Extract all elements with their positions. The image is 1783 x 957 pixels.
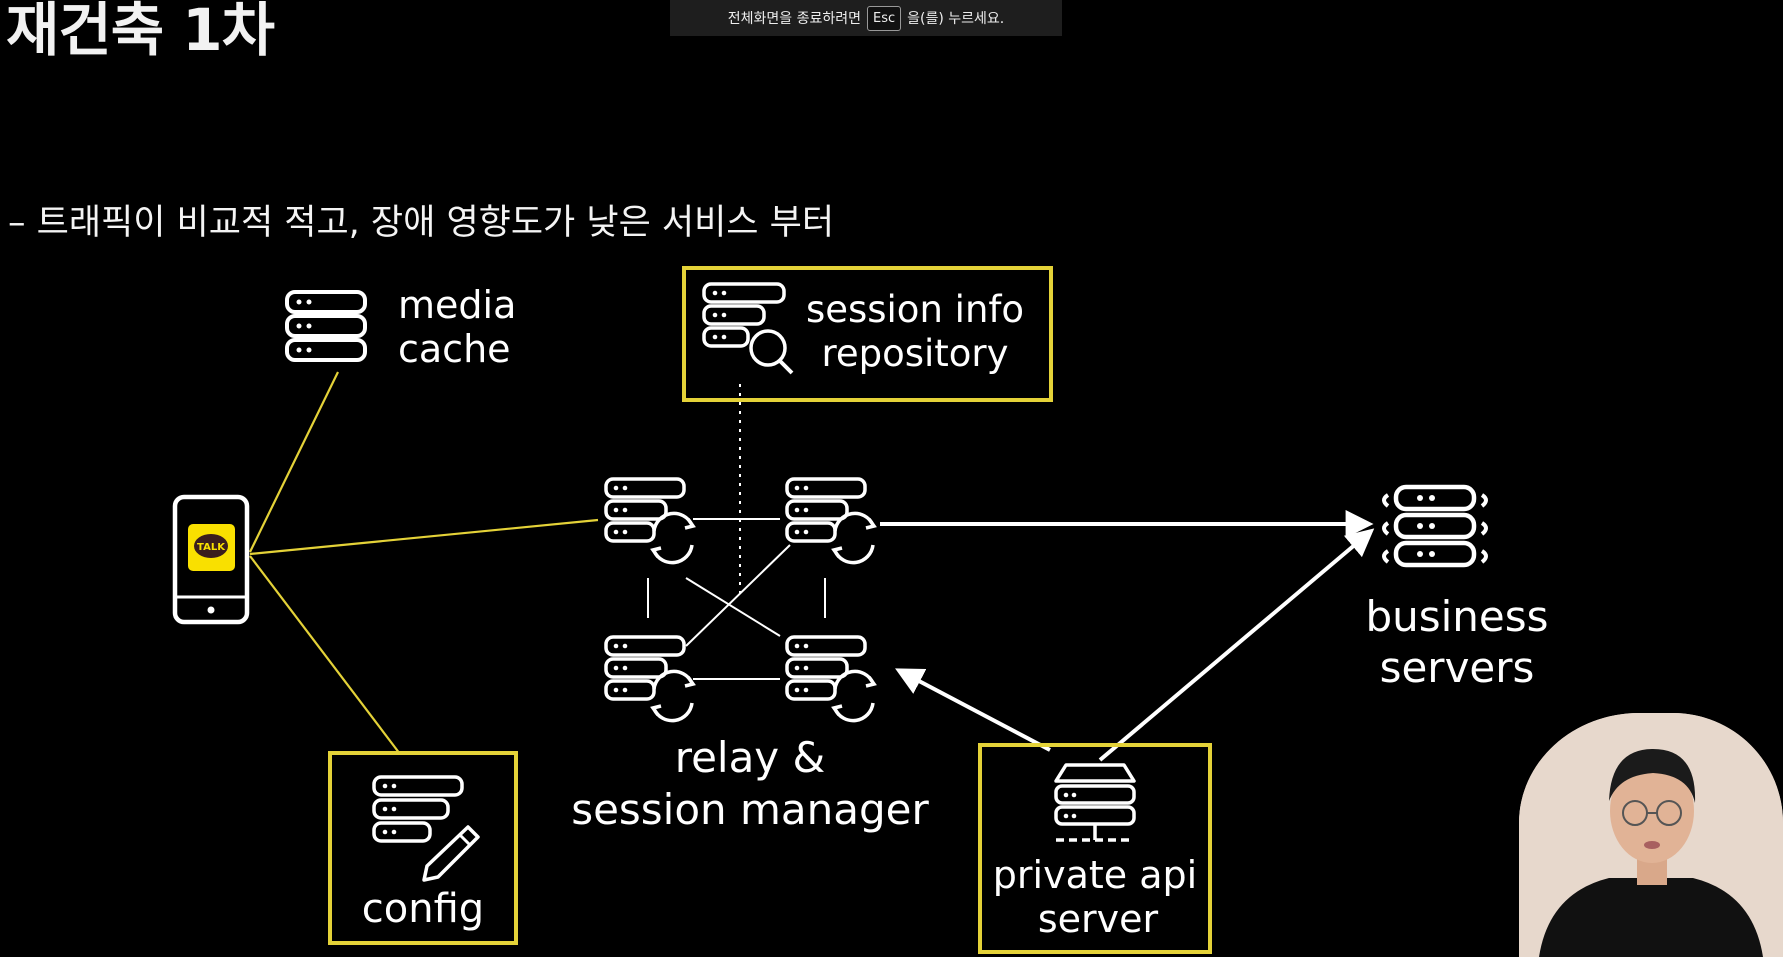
highlight-box bbox=[328, 751, 518, 945]
business-line1: business bbox=[1365, 592, 1548, 641]
media-cache-line2: cache bbox=[398, 327, 511, 371]
private-api-line2: server bbox=[1038, 897, 1159, 941]
relay-server-2-icon bbox=[785, 477, 876, 565]
kakaotalk-phone-icon: TALK bbox=[172, 494, 250, 625]
relay-session-manager-node: relay & session manager bbox=[571, 477, 930, 834]
session-info-repository-node: session info repository bbox=[682, 266, 1053, 402]
link-phone-relay bbox=[249, 518, 599, 556]
presenter-figure bbox=[1519, 713, 1783, 957]
repo-line1: session info bbox=[806, 288, 1024, 331]
slide-title: 재건축 1차 bbox=[6, 0, 275, 64]
banner-text-after: 을(를) 누르세요. bbox=[907, 11, 1005, 27]
server-edit-icon bbox=[372, 775, 480, 882]
server-stack-icon bbox=[285, 290, 367, 362]
highlight-box bbox=[682, 266, 1053, 402]
highlight-box bbox=[978, 743, 1212, 954]
business-line2: servers bbox=[1380, 643, 1535, 692]
server-cluster-icon bbox=[1382, 484, 1488, 568]
relay-server-4-icon bbox=[785, 635, 876, 723]
config-label: config bbox=[362, 886, 484, 932]
talk-badge: TALK bbox=[197, 542, 226, 553]
mesh-diagonal-2 bbox=[685, 544, 791, 647]
flow-arrows bbox=[880, 510, 1375, 762]
business-servers-node: business servers bbox=[1365, 484, 1549, 692]
network-server-icon bbox=[1054, 763, 1136, 842]
config-node: config bbox=[328, 751, 518, 945]
esc-key-badge: Esc bbox=[867, 5, 902, 31]
relay-line1: relay & bbox=[675, 733, 826, 782]
arrow-api-to-business bbox=[1098, 528, 1375, 762]
link-phone-config bbox=[249, 555, 401, 755]
relay-mesh bbox=[647, 384, 826, 680]
slide-subtitle: – 트래픽이 비교적 적고, 장애 영향도가 낮은 서비스 부터 bbox=[8, 203, 835, 243]
private-api-line1: private api bbox=[993, 853, 1197, 897]
fullscreen-exit-banner: 전체화면을 종료하려면 Esc 을(를) 누르세요. bbox=[670, 0, 1062, 36]
media-cache-line1: media bbox=[398, 283, 516, 327]
relay-line2: session manager bbox=[571, 785, 929, 834]
server-search-icon bbox=[702, 282, 794, 375]
private-api-server-node: private api server bbox=[978, 743, 1212, 954]
repo-line2: repository bbox=[821, 332, 1008, 375]
client-connections bbox=[249, 371, 599, 755]
mesh-diagonal-1 bbox=[685, 577, 781, 637]
relay-server-3-icon bbox=[604, 635, 695, 723]
arrow-api-to-relay bbox=[895, 668, 1051, 752]
link-phone-media-cache bbox=[249, 371, 339, 553]
banner-text-before: 전체화면을 종료하려면 bbox=[727, 11, 861, 27]
relay-server-1-icon bbox=[604, 477, 695, 565]
presenter-webcam bbox=[1519, 713, 1783, 957]
media-cache-node: media cache bbox=[285, 283, 516, 371]
